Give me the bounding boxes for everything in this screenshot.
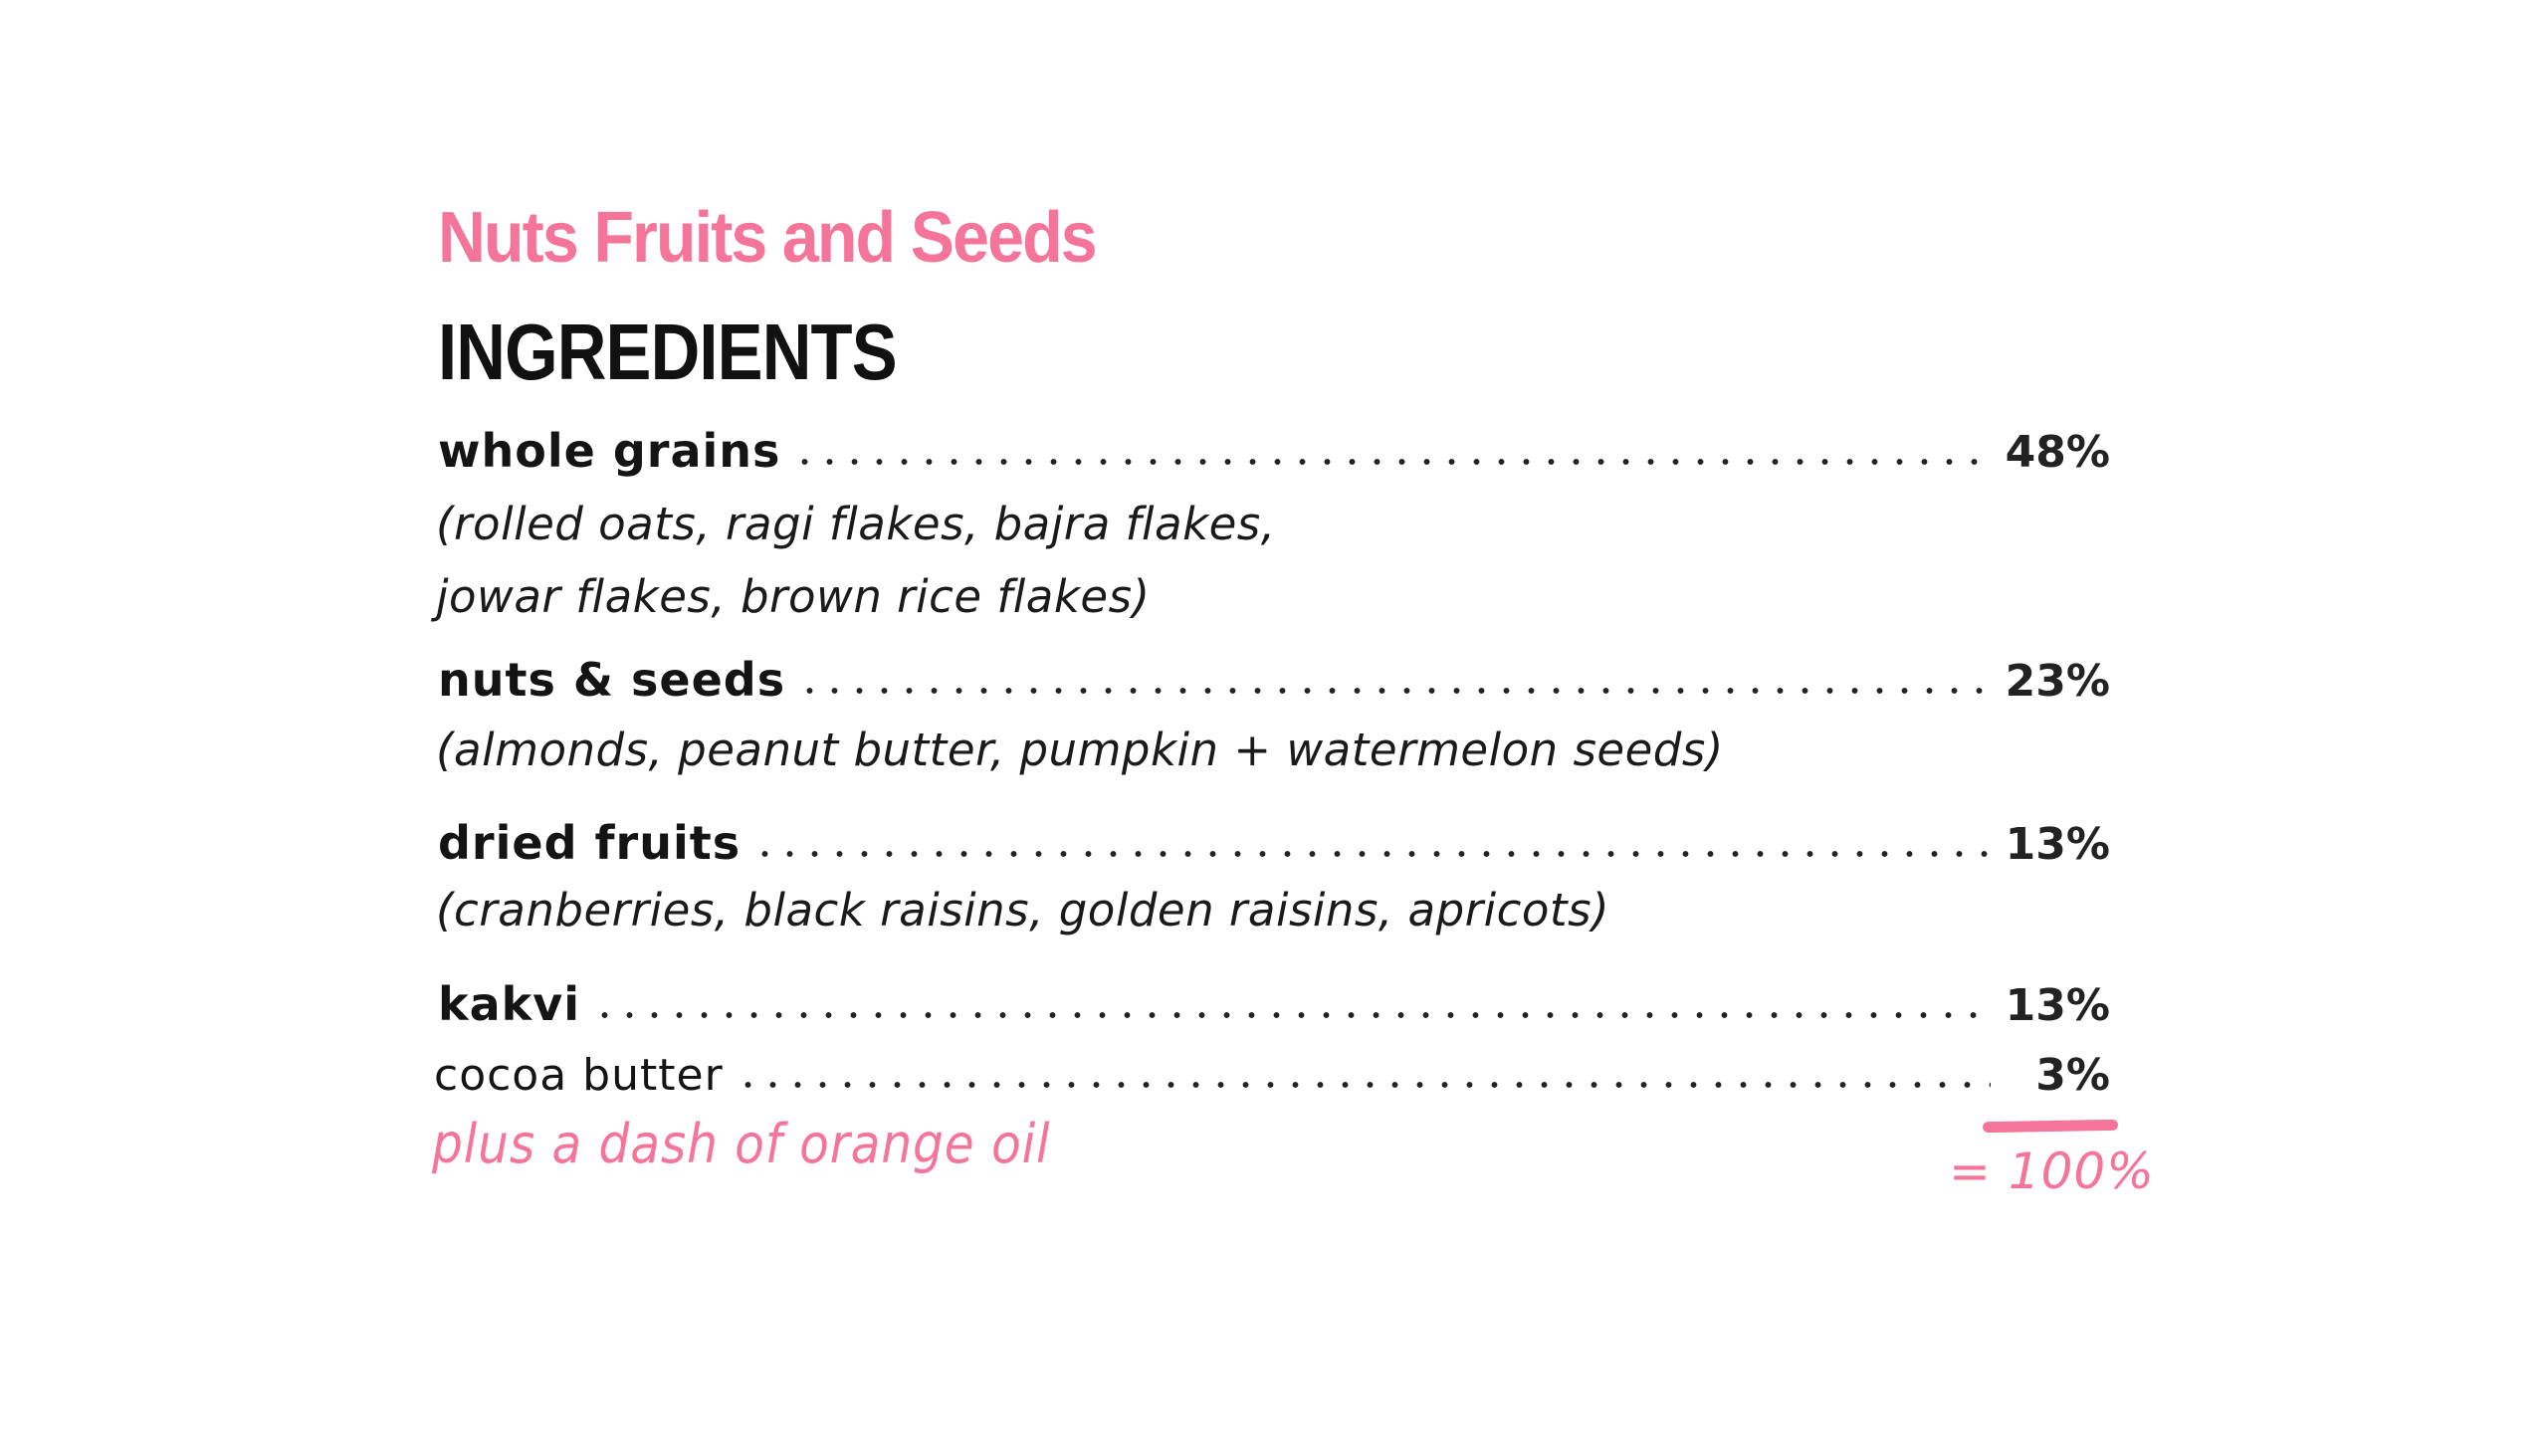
dot-leader	[752, 848, 1991, 860]
ingredient-row-cocoa-butter: cocoa butter 3%	[434, 1041, 2110, 1101]
ingredient-name: whole grains	[438, 424, 781, 478]
ingredient-detail: (rolled oats, ragi flakes, bajra flakes,	[436, 498, 1276, 550]
ingredient-percent: 13%	[2005, 819, 2110, 870]
ingredient-detail: (cranberries, black raisins, golden rais…	[436, 884, 1610, 936]
subtitle: Nuts Fruits and Seeds	[438, 198, 1098, 278]
ingredient-detail: (almonds, peanut butter, pumpkin + water…	[436, 724, 1724, 776]
ingredient-detail: jowar flakes, brown rice flakes)	[436, 570, 1151, 623]
total-percent: = 100%	[1949, 1143, 2155, 1200]
ingredient-row-nuts-seeds: nuts & seeds 23%	[438, 647, 2110, 707]
dot-leader	[797, 685, 1991, 697]
ingredient-percent: 3%	[2035, 1050, 2110, 1101]
ingredient-percent: 48%	[2005, 427, 2110, 478]
ingredient-percent: 23%	[2005, 656, 2110, 707]
ingredient-row-kakvi: kakvi 13%	[438, 971, 2110, 1031]
ingredient-row-dried-fruits: dried fruits 13%	[438, 810, 2110, 870]
footnote: plus a dash of orange oil	[432, 1113, 1051, 1175]
ingredient-name: dried fruits	[438, 816, 742, 870]
page-title: INGREDIENTS	[438, 308, 898, 396]
ingredient-row-whole-grains: whole grains 48%	[438, 418, 2110, 478]
ingredient-name: cocoa butter	[434, 1050, 724, 1101]
dot-leader	[792, 456, 1991, 468]
ingredient-percent: 13%	[2005, 980, 2110, 1031]
total-underline	[1982, 1119, 2119, 1134]
dot-leader	[591, 1009, 1991, 1021]
ingredient-name: nuts & seeds	[438, 653, 786, 707]
ingredient-name: kakvi	[438, 977, 580, 1031]
dot-leader	[735, 1079, 1991, 1091]
